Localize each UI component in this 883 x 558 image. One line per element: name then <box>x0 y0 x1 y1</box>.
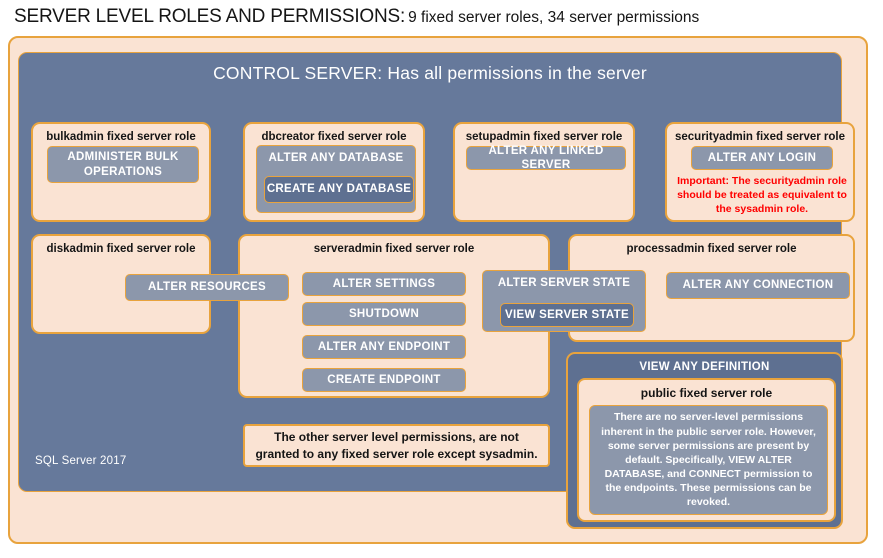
product-version-label: SQL Server 2017 <box>35 455 127 467</box>
permission-administer-bulk-operations[interactable]: ADMINISTER BULK OPERATIONS <box>47 146 199 183</box>
view-any-definition-label: VIEW ANY DEFINITION <box>639 361 770 373</box>
role-title-diskadmin: diskadmin fixed server role <box>46 243 196 255</box>
public-role-note: There are no server-level permissions in… <box>589 405 828 515</box>
role-title-bulkadmin: bulkadmin fixed server role <box>46 131 196 143</box>
role-title-serveradmin: serveradmin fixed server role <box>313 243 475 255</box>
role-title-public: public fixed server role <box>640 386 773 400</box>
permission-alter-settings[interactable]: ALTER SETTINGS <box>302 272 466 296</box>
role-title-securityadmin: securityadmin fixed server role <box>674 131 846 143</box>
permission-create-any-database[interactable]: CREATE ANY DATABASE <box>264 176 414 203</box>
permission-alter-any-login[interactable]: ALTER ANY LOGIN <box>691 146 833 170</box>
role-card-serveradmin[interactable]: serveradmin fixed server role ALTER SETT… <box>238 234 550 398</box>
view-any-definition-container: VIEW ANY DEFINITION public fixed server … <box>566 352 843 529</box>
page-title-subtitle: 9 fixed server roles, 34 server permissi… <box>408 9 700 26</box>
securityadmin-warning-note: Important: The securityadmin role should… <box>677 175 847 216</box>
permission-view-server-state[interactable]: VIEW SERVER STATE <box>500 303 634 327</box>
permission-alter-any-database-label: ALTER ANY DATABASE <box>268 152 404 164</box>
permission-alter-server-state-label: ALTER SERVER STATE <box>497 277 631 289</box>
permission-alter-any-connection[interactable]: ALTER ANY CONNECTION <box>666 272 850 299</box>
control-server-label: CONTROL SERVER: Has all permissions in t… <box>213 63 647 83</box>
permission-create-endpoint[interactable]: CREATE ENDPOINT <box>302 368 466 392</box>
page-title: SERVER LEVEL ROLES AND PERMISSIONS:9 fix… <box>14 6 874 32</box>
permission-alter-any-linked-server[interactable]: ALTER ANY LINKED SERVER <box>466 145 626 171</box>
role-title-setupadmin: setupadmin fixed server role <box>465 131 623 143</box>
role-card-diskadmin[interactable]: diskadmin fixed server role <box>31 234 211 334</box>
permission-shutdown[interactable]: SHUTDOWN <box>302 302 466 326</box>
role-card-securityadmin[interactable]: securityadmin fixed server role ALTER AN… <box>665 122 855 222</box>
role-title-processadmin: processadmin fixed server role <box>626 243 797 255</box>
role-title-dbcreator: dbcreator fixed server role <box>261 131 407 143</box>
permission-alter-resources[interactable]: ALTER RESOURCES <box>125 274 289 301</box>
role-card-setupadmin[interactable]: setupadmin fixed server role ALTER ANY L… <box>453 122 635 222</box>
role-card-bulkadmin[interactable]: bulkadmin fixed server role ADMINISTER B… <box>31 122 211 222</box>
other-permissions-note: The other server level permissions, are … <box>243 424 550 467</box>
permission-alter-any-endpoint[interactable]: ALTER ANY ENDPOINT <box>302 335 466 359</box>
role-card-public[interactable]: public fixed server role There are no se… <box>577 378 836 522</box>
page-title-main: SERVER LEVEL ROLES AND PERMISSIONS: <box>14 6 406 27</box>
role-card-dbcreator[interactable]: dbcreator fixed server role ALTER ANY DA… <box>243 122 425 222</box>
